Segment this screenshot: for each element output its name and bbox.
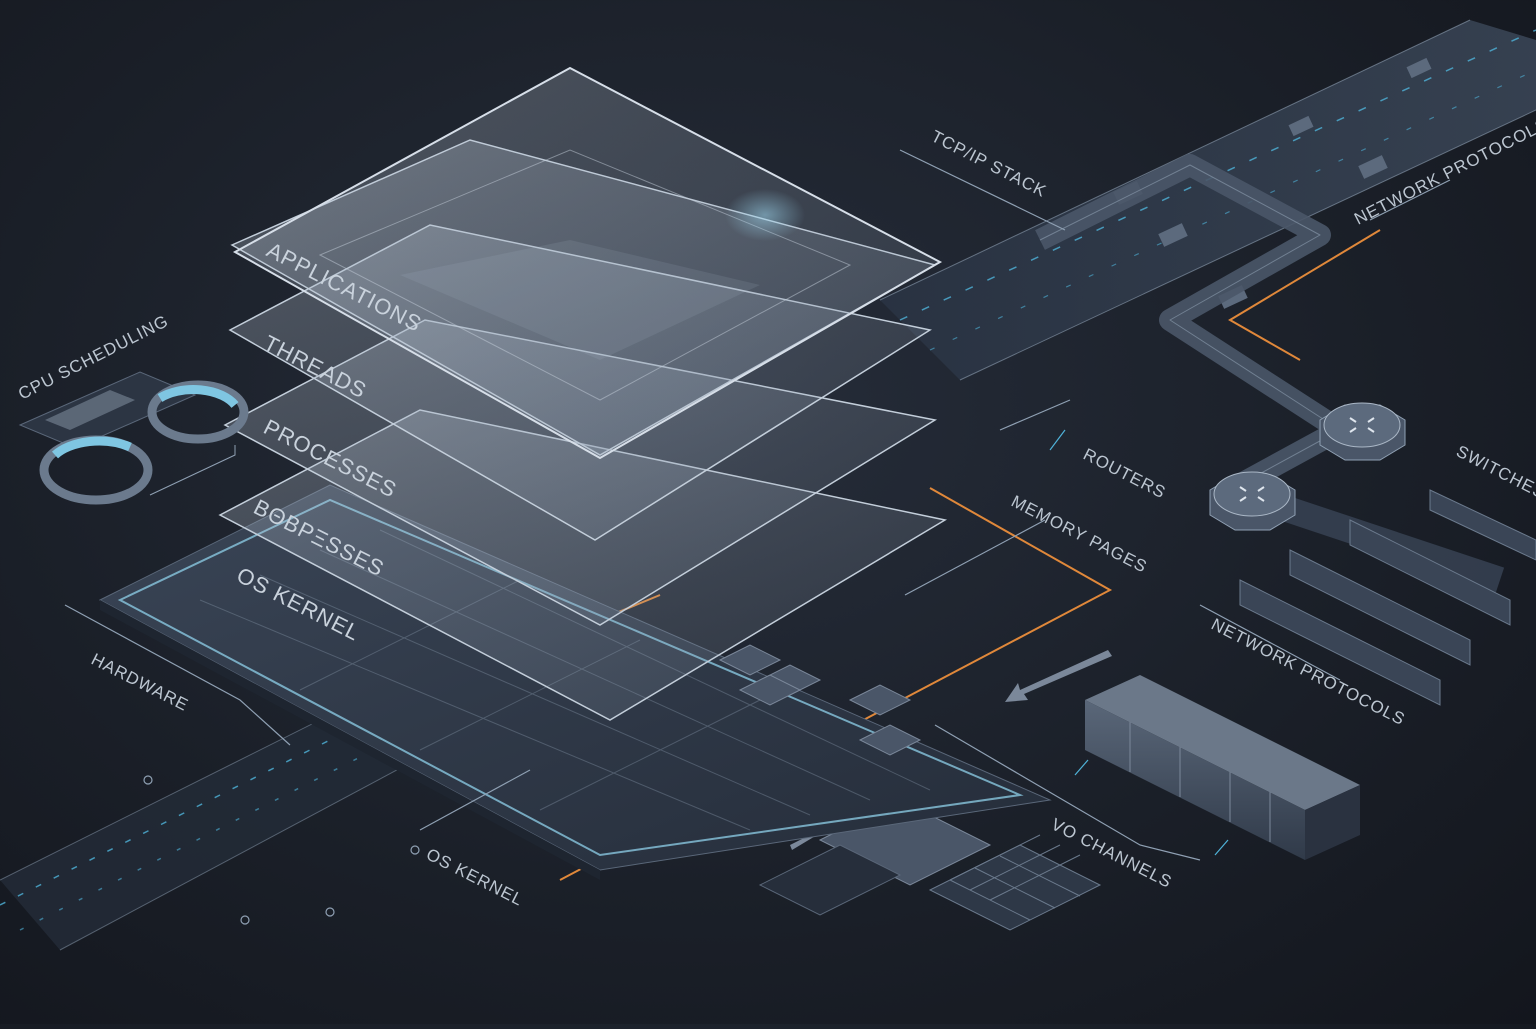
thin-arrows <box>1049 429 1229 856</box>
switch-racks <box>1239 489 1536 706</box>
annotation-memory-pages: MEMORY PAGES <box>1008 492 1150 577</box>
annotation-routers: ROUTERS <box>1080 445 1169 503</box>
layer-applications <box>232 66 943 460</box>
annotation-switches: SWITCHES <box>1453 442 1536 503</box>
network-highway <box>879 19 1536 381</box>
annotation-tcp-ip-stack: TCP/IP STACK <box>928 127 1049 201</box>
annotation-os-kernel: OS KERNEL <box>423 845 526 910</box>
annotation-hardware: HARDWARE <box>88 650 192 715</box>
annotation-leaders <box>64 149 1451 925</box>
router-icon <box>1209 471 1296 531</box>
router-icon <box>1319 402 1406 461</box>
cpu-scheduling-widgets <box>18 371 249 505</box>
memory-blocks <box>1085 675 1360 860</box>
